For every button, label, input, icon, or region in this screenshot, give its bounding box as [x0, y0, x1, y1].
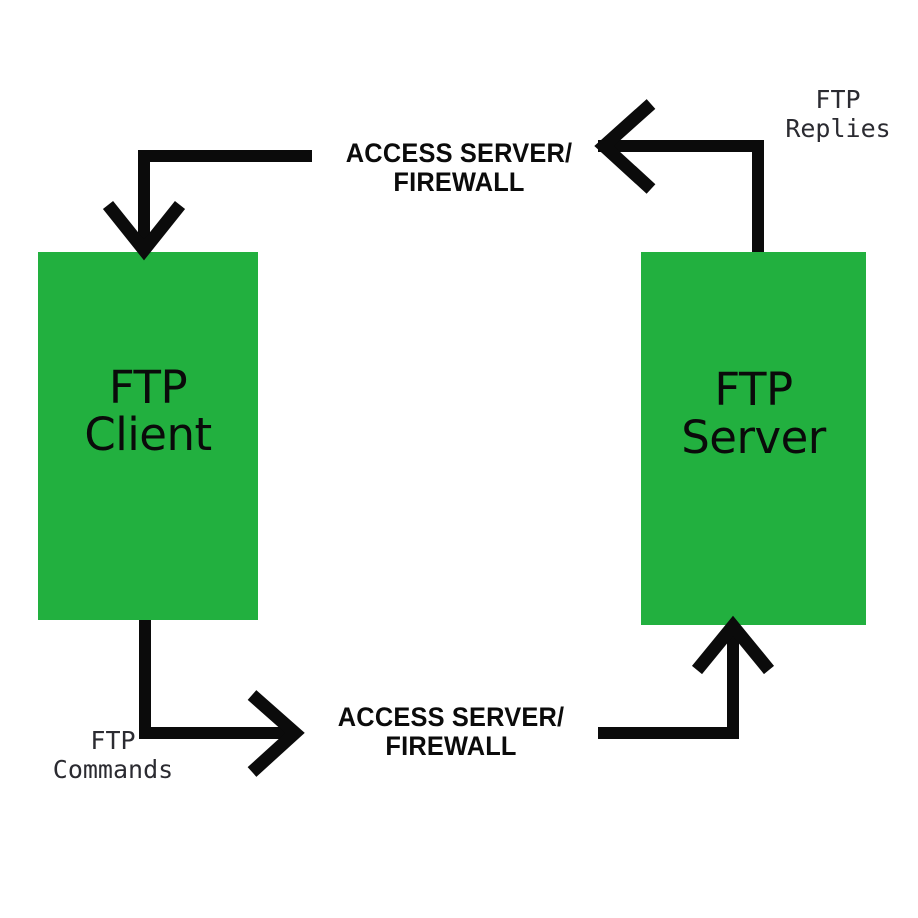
edge-ftp-commands-arrowhead-up	[691, 615, 775, 675]
label-access-server-firewall-top: ACCESS SERVER/ FIREWALL	[345, 138, 573, 198]
edge-ftp-commands	[139, 615, 775, 777]
node-ftp-client[interactable]: FTP Client	[38, 252, 258, 620]
label-ftp-replies: FTP Replies	[785, 85, 891, 143]
edge-ftp-commands-arrowhead-right	[247, 690, 305, 777]
edge-ftp-replies-arrowhead-left	[594, 99, 656, 194]
node-ftp-client-label: FTP Client	[84, 360, 212, 461]
edge-ftp-replies-arrowhead-down	[102, 200, 186, 261]
node-ftp-server-label: FTP Server	[681, 363, 826, 464]
edge-ftp-replies	[102, 99, 764, 261]
label-access-server-firewall-bottom: ACCESS SERVER/ FIREWALL	[337, 702, 565, 762]
node-ftp-server[interactable]: FTP Server	[641, 252, 866, 625]
label-ftp-commands: FTP Commands	[52, 726, 174, 784]
